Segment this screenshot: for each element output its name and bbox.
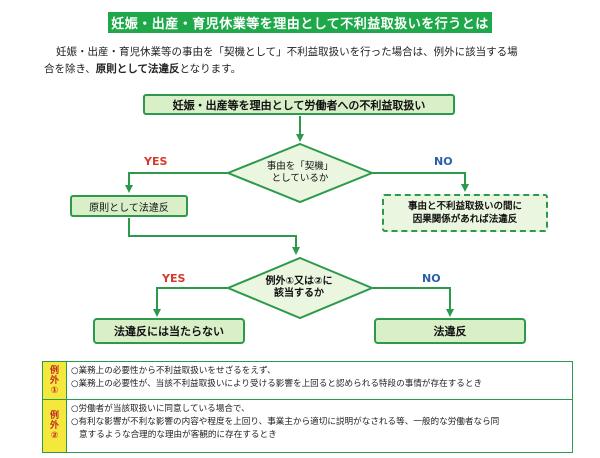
exception-1-item: ○業務上の必要性から不利益取扱いをせざるをえず、 bbox=[71, 366, 276, 376]
connector-no1 bbox=[372, 172, 469, 192]
exception-1-head-char: 例 bbox=[49, 365, 59, 376]
decision2-diamond bbox=[225, 256, 375, 320]
exception-1-row: 例 外 ① ○業務上の必要性から不利益取扱いをせざるをえず、 ○業務上の必要性が… bbox=[43, 362, 572, 400]
decision1-diamond bbox=[225, 142, 375, 204]
page-title: 妊娠・出産・育児休業等を理由として不利益取扱いを行うとは bbox=[108, 12, 492, 33]
exceptions-table: 例 外 ① ○業務上の必要性から不利益取扱いをせざるをえず、 ○業務上の必要性が… bbox=[42, 361, 573, 453]
intro-text: 妊娠・出産・育児休業等の事由を「契機として」不利益取扱いを行った場合は、例外に該… bbox=[44, 44, 574, 78]
exception-1-head-char: ① bbox=[50, 385, 59, 396]
decision1-line-1: 事由を「契機」 bbox=[266, 161, 334, 172]
exception-2-head-char: 例 bbox=[49, 411, 59, 421]
intro-line-2-bold: 原則として法違反 bbox=[95, 63, 180, 75]
exception-2-item: ○有利な影響が不利な影響の内容や程度を上回り、事業主から適切に説明がなされる等、… bbox=[71, 417, 500, 427]
connector-yes2 bbox=[153, 287, 228, 317]
no-label-2: NO bbox=[422, 272, 441, 285]
exception-2-body: ○労働者が当該取扱いに同意している場合で、 ○有利な影響が不利な影響の内容や程度… bbox=[67, 400, 572, 452]
decision1-line-2: としているか bbox=[271, 173, 329, 184]
intro-line-1: 妊娠・出産・育児休業等の事由を「契機として」不利益取扱いを行った場合は、例外に該… bbox=[44, 44, 574, 61]
intro-line-2-pre: 合を除き、 bbox=[44, 63, 96, 75]
intro-line-2-post: となります。 bbox=[179, 63, 242, 75]
exception-2-item: 意するような合理的な理由が客観的に存在するとき bbox=[79, 430, 277, 440]
causal-relation-box: 事由と不利益取扱いの間に 因果関係があれば法違反 bbox=[382, 194, 548, 232]
main-box: 妊娠・出産等を理由として労働者への不利益取扱い bbox=[143, 94, 455, 115]
decision2-label: 例外①又は②に 該当するか bbox=[250, 273, 348, 303]
intro-line-1-text: 妊娠・出産・育児休業等の事由を「契機として」不利益取扱いを行った場合は、例外に該… bbox=[56, 46, 518, 58]
rule-violation-box: 原則として法違反 bbox=[70, 195, 188, 217]
exception-1-body: ○業務上の必要性から不利益取扱いをせざるをえず、 ○業務上の必要性が、当該不利益… bbox=[67, 362, 572, 399]
illegal-box: 法違反 bbox=[374, 318, 526, 344]
yes-label-1: YES bbox=[144, 155, 168, 168]
causal-line-1: 事由と不利益取扱いの間に bbox=[407, 201, 522, 212]
exception-2-head: 例 外 ② bbox=[43, 400, 67, 452]
exception-1-item: ○業務上の必要性が、当該不利益取扱いにより受ける影響を上回ると認められる特段の事… bbox=[71, 379, 483, 389]
intro-line-2: 合を除き、原則として法違反となります。 bbox=[44, 61, 574, 78]
connector-rule-to-decision2 bbox=[128, 218, 300, 255]
connector-no2 bbox=[372, 287, 454, 317]
exception-1-head: 例 外 ① bbox=[43, 362, 67, 399]
not-illegal-box: 法違反には当たらない bbox=[93, 318, 245, 344]
decision2-line-1: 例外①又は②に bbox=[265, 276, 333, 287]
decision1-label: 事由を「契機」 としているか bbox=[248, 158, 352, 188]
exception-2-head-char: ② bbox=[50, 431, 59, 441]
exception-2-item: ○労働者が当該取扱いに同意している場合で、 bbox=[71, 404, 250, 414]
connector-yes1 bbox=[125, 172, 228, 193]
no-label-1: NO bbox=[434, 155, 453, 168]
exception-2-row: 例 外 ② ○労働者が当該取扱いに同意している場合で、 ○有利な影響が不利な影響… bbox=[43, 400, 572, 452]
exception-1-head-char: 外 bbox=[49, 375, 59, 386]
causal-line-2: 因果関係があれば法違反 bbox=[412, 214, 518, 225]
exception-2-head-char: 外 bbox=[49, 421, 59, 431]
yes-label-2: YES bbox=[162, 272, 186, 285]
decision2-line-2: 該当するか bbox=[274, 288, 324, 299]
flowchart-connectors bbox=[125, 116, 469, 320]
